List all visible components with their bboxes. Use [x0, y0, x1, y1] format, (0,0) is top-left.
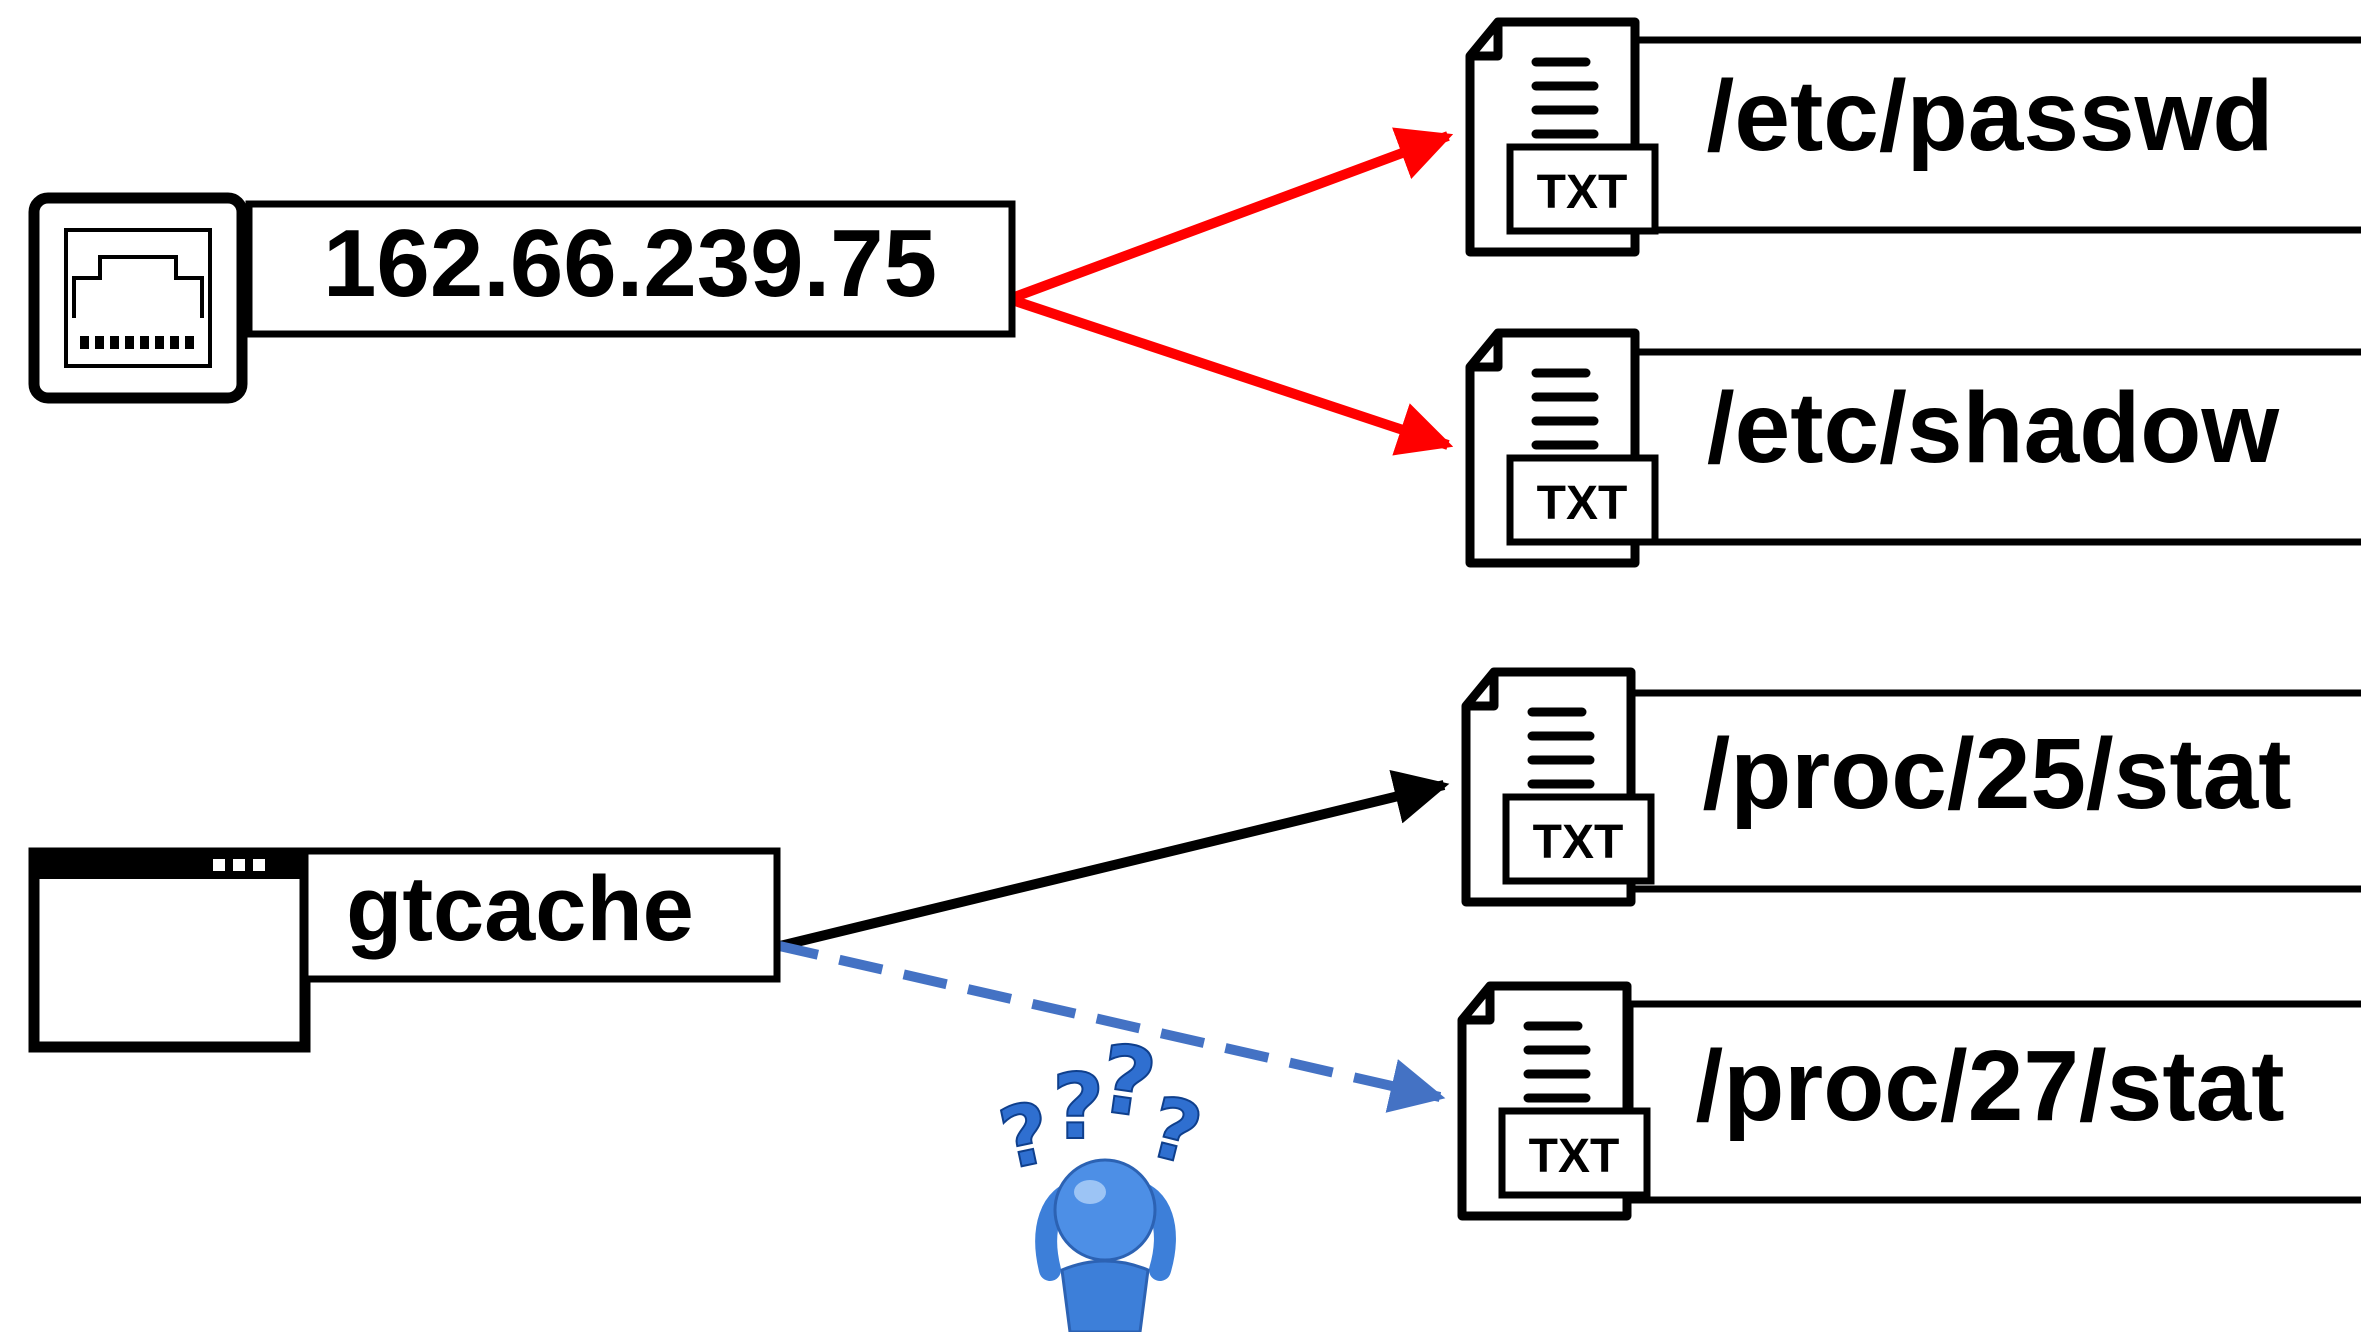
file-label: /proc/25/stat	[1702, 718, 2291, 830]
question-mark: ?	[1052, 1055, 1104, 1160]
txt-file-icon	[1462, 986, 1647, 1216]
ethernet-port-icon	[28, 192, 248, 404]
ip-node: 162.66.239.75	[28, 192, 1016, 404]
ip-label-box	[245, 200, 1016, 338]
edge-gtcache-proc27	[773, 940, 1446, 1113]
process-label-box	[301, 847, 781, 983]
question-mark: ?	[991, 1083, 1059, 1189]
file-label: /proc/27/stat	[1695, 1030, 2284, 1142]
file-label: /etc/passwd	[1707, 60, 2274, 172]
ip-label: 162.66.239.75	[323, 210, 937, 317]
txt-file-icon	[1470, 333, 1655, 563]
file-node-passwd: /etc/passwd	[1470, 22, 2361, 252]
edge-ip-passwd	[1010, 127, 1454, 303]
file-label-box	[1626, 348, 2361, 546]
edge-gtcache-proc25	[778, 769, 1450, 951]
file-node-shadow: /etc/shadow	[1470, 333, 2361, 563]
process-label: gtcache	[346, 858, 694, 960]
txt-file-icon	[1466, 672, 1651, 902]
application-window-icon	[28, 847, 311, 1053]
process-node: gtcache	[28, 847, 781, 1053]
file-label-box	[1626, 689, 2361, 893]
edge-ip-shadow	[1010, 295, 1454, 456]
confused-person-icon: ? ? ? ?	[990, 1024, 1212, 1332]
file-node-proc27: /proc/27/stat	[1462, 986, 2361, 1216]
file-label: /etc/shadow	[1707, 372, 2280, 484]
file-node-proc25: /proc/25/stat	[1466, 672, 2361, 902]
txt-file-icon	[1470, 22, 1655, 252]
